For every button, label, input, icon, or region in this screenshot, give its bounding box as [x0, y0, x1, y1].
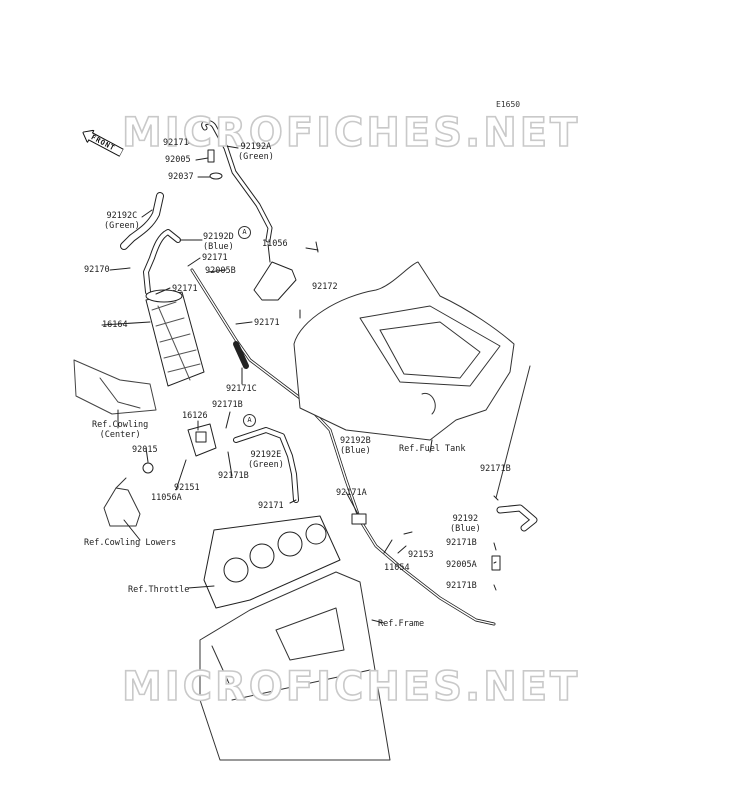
label-92192D[interactable]: 92192D(Blue)	[203, 232, 234, 252]
pipe-92171C[interactable]	[233, 341, 249, 369]
label-92171-mid[interactable]: 92171	[254, 318, 280, 328]
ref-frame[interactable]: Ref.Frame	[378, 619, 425, 629]
label-16126[interactable]: 16126	[182, 411, 208, 421]
label-92171B-r1[interactable]: 92171B	[480, 464, 511, 474]
hose-92192[interactable]	[496, 504, 538, 532]
cowling-lowers	[103, 477, 141, 527]
diagram-id: E1650	[496, 100, 521, 109]
label-92015[interactable]: 92015	[132, 445, 158, 455]
label-11056[interactable]: 11056	[262, 239, 288, 249]
label-92192[interactable]: 92192(Blue)	[450, 514, 481, 534]
label-92171-low[interactable]: 92171	[258, 501, 284, 511]
valve-16126[interactable]	[187, 423, 217, 457]
throttle-body	[203, 515, 341, 609]
hose-92192A[interactable]	[201, 119, 273, 243]
watermark-bottom: MICROFICHES.NET	[121, 663, 581, 711]
label-92153[interactable]: 92153	[408, 550, 434, 560]
watermark-top: MICROFICHES.NET	[121, 109, 581, 157]
cowling-center	[73, 359, 157, 415]
ref-marker-a-mid[interactable]: A	[243, 414, 256, 427]
hose-92192C[interactable]	[120, 192, 164, 250]
label-92192A[interactable]: 92192A(Green)	[238, 142, 274, 162]
label-92171[interactable]: 92171	[163, 138, 189, 148]
ref-cowling-center[interactable]: Ref.Cowling (Center)	[92, 420, 149, 440]
fitting-92005[interactable]	[207, 149, 215, 163]
label-92192B[interactable]: 92192B(Blue)	[340, 436, 371, 456]
grommet-92015[interactable]	[142, 462, 154, 474]
label-92192E[interactable]: 92192E(Green)	[248, 450, 284, 470]
hose-92192B[interactable]	[190, 268, 496, 626]
label-92005B[interactable]: 92005B	[205, 266, 236, 276]
frame	[199, 571, 391, 761]
front-arrow: FRONT	[79, 126, 125, 159]
label-92171B-b[interactable]: 92171B	[218, 471, 249, 481]
label-92005A[interactable]: 92005A	[446, 560, 477, 570]
label-92037[interactable]: 92037	[168, 172, 194, 182]
clip-92037[interactable]	[209, 172, 223, 180]
label-16164[interactable]: 16164	[102, 320, 128, 330]
bolt-92172[interactable]	[315, 241, 319, 253]
hose-92192D[interactable]	[143, 229, 181, 295]
ref-fuel-tank[interactable]: Ref.Fuel Tank	[399, 444, 466, 454]
label-92171-can[interactable]: 92171	[172, 284, 198, 294]
arrow-left-icon	[81, 129, 125, 158]
ref-throttle[interactable]: Ref.Throttle	[128, 585, 190, 595]
label-92171-d[interactable]: 92171	[202, 253, 228, 263]
label-92171B-r3[interactable]: 92171B	[446, 581, 477, 591]
label-92192C[interactable]: 92192C(Green)	[104, 211, 140, 231]
ref-marker-a-top[interactable]: A	[238, 226, 251, 239]
label-92171A[interactable]: 92171A	[336, 488, 367, 498]
fitting-92005A[interactable]	[491, 555, 501, 571]
label-92171B-a[interactable]: 92171B	[212, 400, 243, 410]
label-92171B-r2[interactable]: 92171B	[446, 538, 477, 548]
label-92170[interactable]: 92170	[84, 265, 110, 275]
label-92171C[interactable]: 92171C	[226, 384, 257, 394]
clamp-92171A[interactable]	[351, 513, 367, 525]
hose-92192E[interactable]	[233, 427, 299, 503]
label-92172[interactable]: 92172	[312, 282, 338, 292]
canister-16164[interactable]	[145, 289, 205, 387]
fuel-tank	[293, 261, 515, 441]
label-92151[interactable]: 92151	[174, 483, 200, 493]
bracket-11056[interactable]	[253, 261, 297, 301]
label-92005[interactable]: 92005	[165, 155, 191, 165]
label-11054[interactable]: 11054	[384, 563, 410, 573]
ref-cowling-lowers[interactable]: Ref.Cowling Lowers	[84, 538, 177, 548]
label-11056A[interactable]: 11056A	[151, 493, 182, 503]
